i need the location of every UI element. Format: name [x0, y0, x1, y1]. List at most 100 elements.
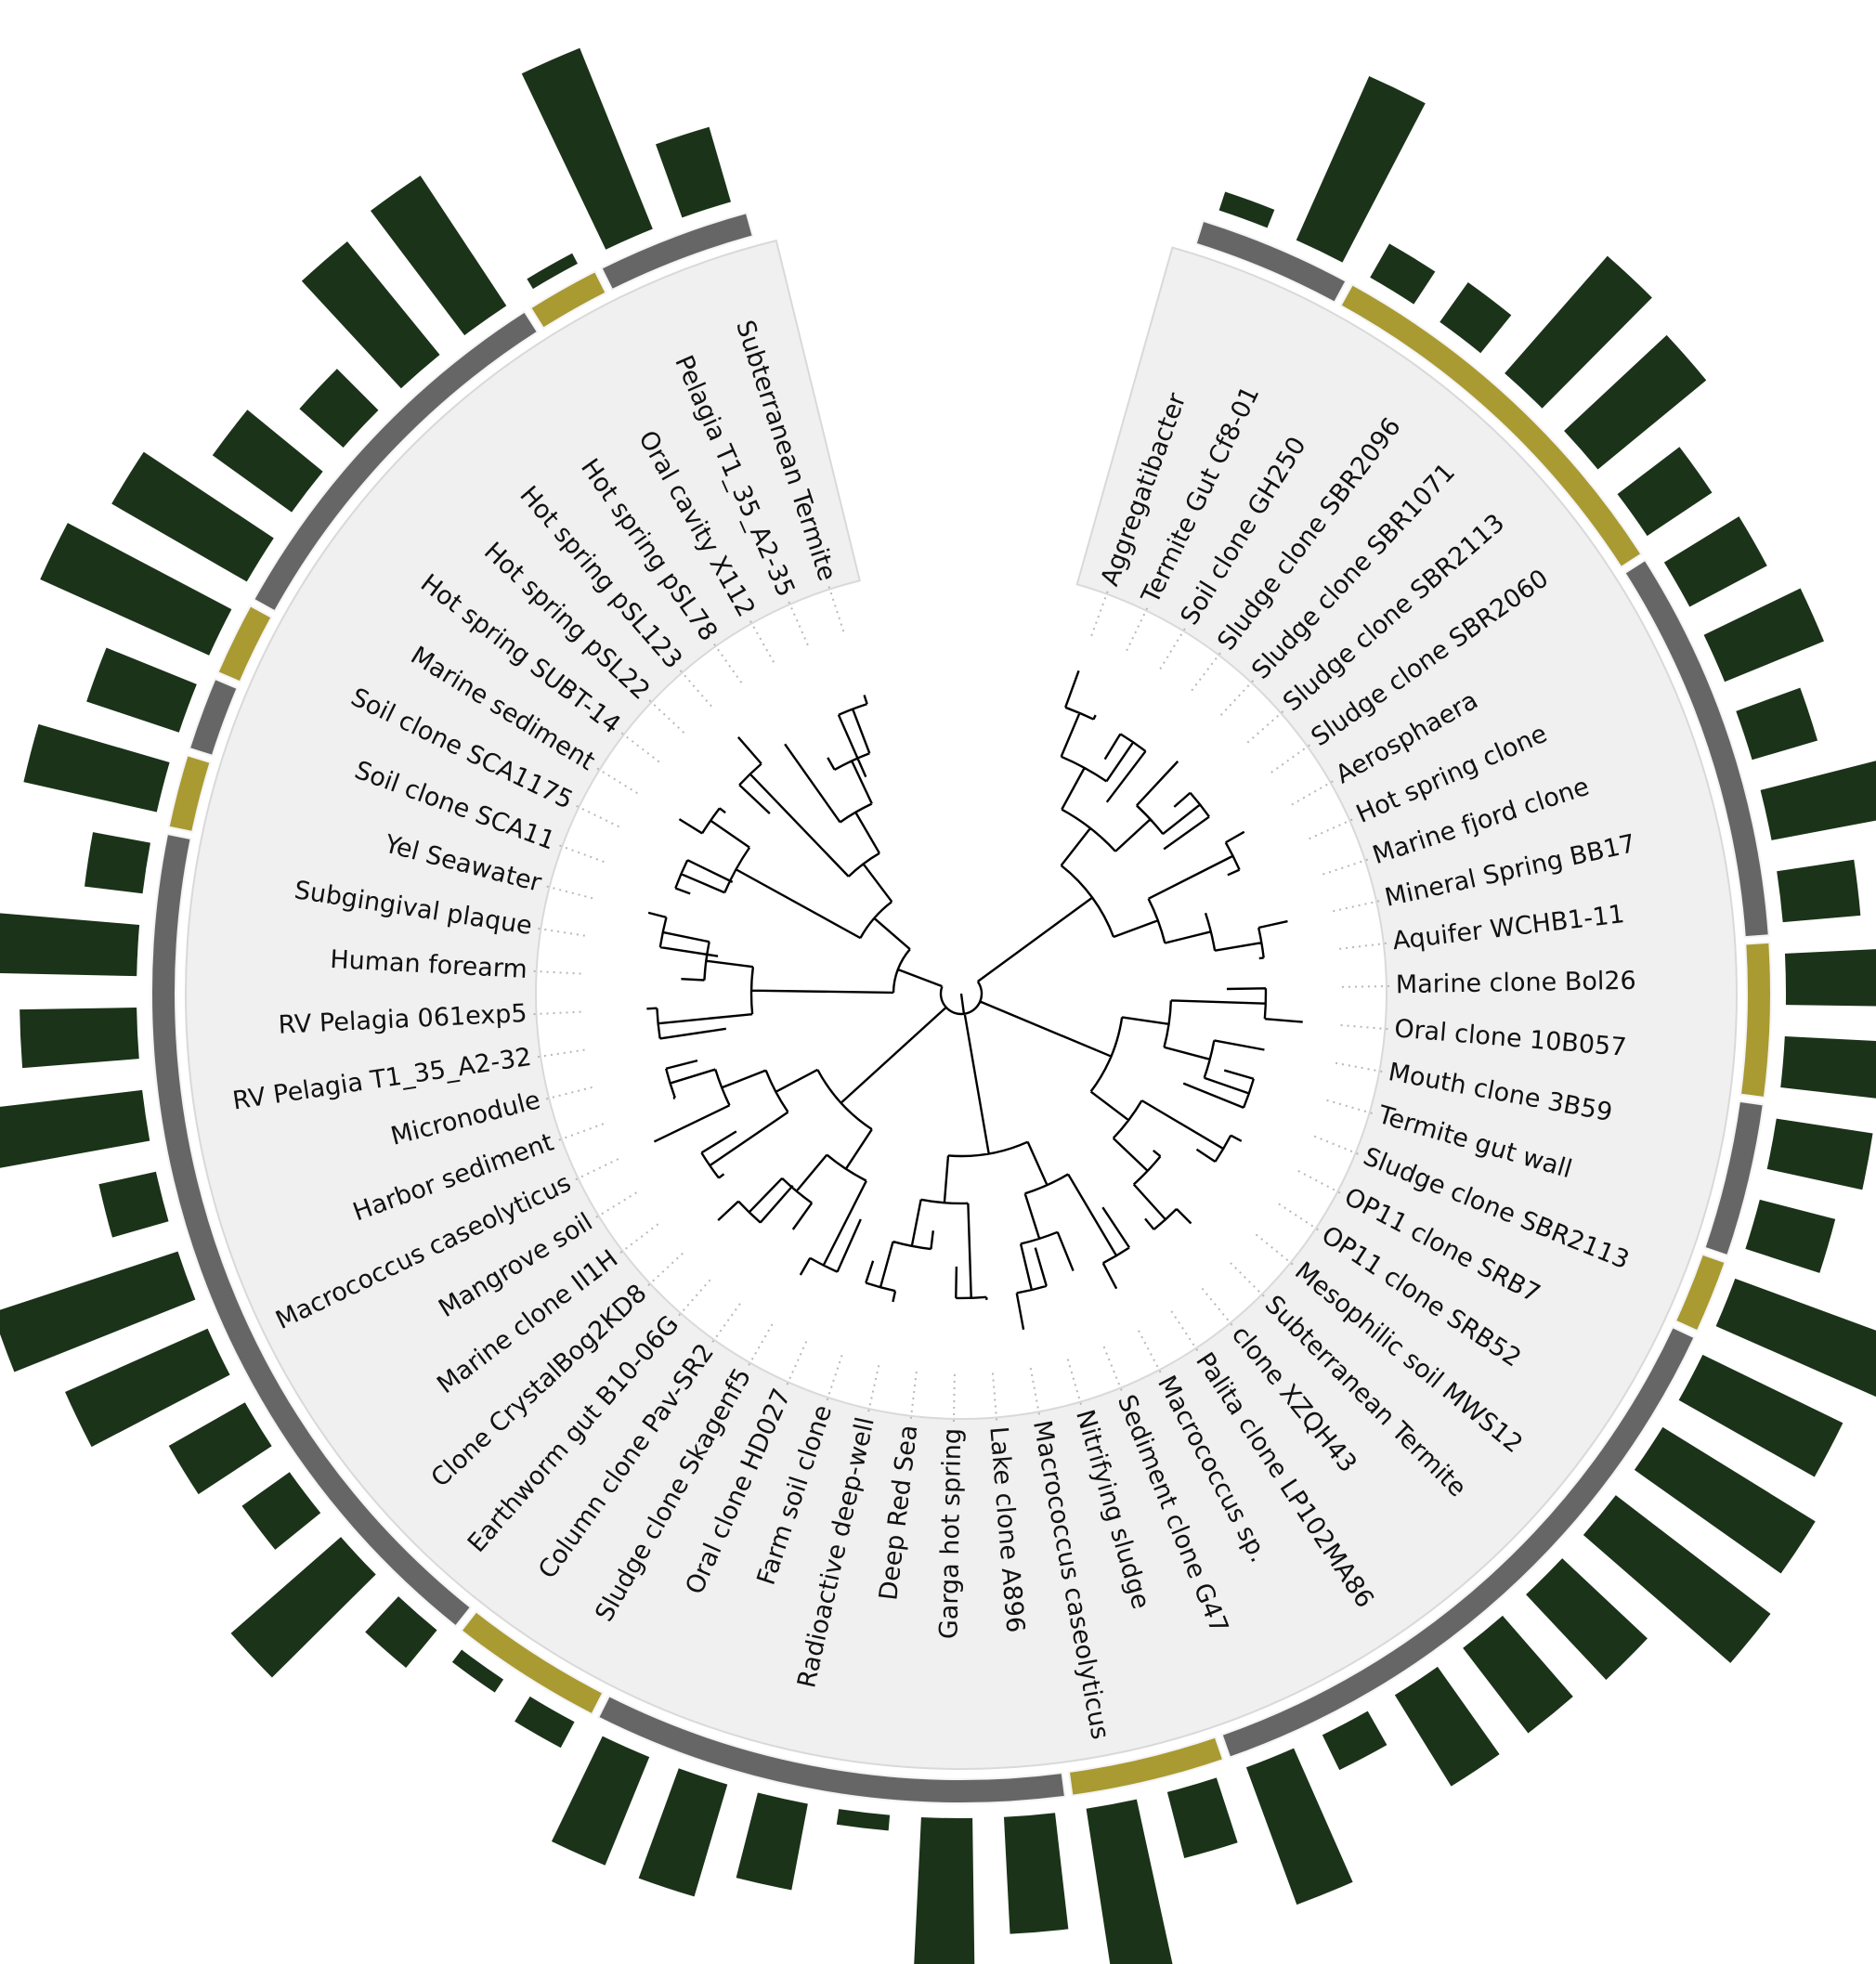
guide-line	[1159, 627, 1187, 670]
guide-line	[826, 1355, 843, 1402]
value-bar	[1634, 1426, 1816, 1574]
guide-line	[575, 804, 619, 828]
value-bar	[168, 1402, 272, 1495]
value-bar	[836, 1809, 891, 1831]
guide-line	[710, 1303, 741, 1344]
ring-segment-gold	[1674, 1253, 1726, 1333]
ring-segment-gold	[1067, 1736, 1225, 1797]
value-bar	[23, 723, 170, 813]
guide-line	[1313, 1135, 1360, 1155]
guide-line	[574, 1158, 619, 1181]
value-bar	[0, 1089, 150, 1168]
value-bar	[1166, 1777, 1238, 1859]
ring-segment-gray	[1194, 219, 1348, 304]
value-bar	[1745, 1199, 1836, 1273]
tree-branch-lines	[646, 670, 1303, 1331]
value-bars	[0, 47, 1876, 1964]
ring-segment-gold	[167, 753, 212, 834]
guide-line	[532, 1010, 581, 1016]
value-bar	[230, 1537, 376, 1678]
value-bar	[1526, 1558, 1648, 1680]
value-bar	[1780, 1035, 1876, 1099]
guide-line	[1291, 779, 1335, 806]
value-bar	[40, 523, 232, 656]
ring-segment-gold	[460, 1610, 605, 1716]
guide-line	[1219, 679, 1255, 716]
guide-line	[1230, 1262, 1266, 1298]
guide-line	[619, 1223, 659, 1255]
value-bar	[451, 1649, 504, 1693]
ring-segment-gold	[1339, 283, 1643, 569]
value-bar	[1703, 588, 1824, 683]
guide-line	[1322, 858, 1370, 876]
label-background-wedge	[185, 239, 1738, 1770]
ring-segment-gray	[1220, 1325, 1696, 1759]
guide-line	[1170, 1310, 1199, 1352]
guide-line	[544, 1086, 593, 1100]
value-bar	[301, 241, 440, 389]
value-bar	[1760, 761, 1876, 840]
guide-line	[619, 731, 660, 763]
leaf-label: Garga hot spring	[934, 1428, 967, 1640]
guide-line	[1339, 942, 1387, 950]
value-bar	[0, 1251, 196, 1372]
ring-segment-gray	[596, 1694, 1067, 1804]
guide-line	[991, 1372, 998, 1422]
leaf-label: Marine clone Bol26	[1396, 967, 1636, 1000]
guide-line	[536, 1048, 585, 1059]
guide-line	[1333, 900, 1381, 913]
guide-line	[1246, 709, 1285, 744]
value-bar	[1777, 859, 1861, 923]
ring-segment-gold	[216, 604, 273, 683]
ring-segment-gray	[252, 310, 540, 613]
guide-line	[594, 1191, 637, 1219]
ring-segment-gray	[150, 832, 473, 1628]
value-bar	[551, 1736, 650, 1866]
value-bar	[1245, 1748, 1353, 1905]
guide-line	[867, 1365, 880, 1413]
guide-line	[747, 1323, 774, 1367]
guide-line	[1297, 1170, 1342, 1194]
guide-line	[558, 844, 605, 864]
value-bar	[365, 1596, 437, 1669]
value-bar	[1678, 1354, 1843, 1477]
value-bar	[1394, 1666, 1500, 1787]
value-bar	[914, 1816, 975, 1964]
value-bar	[1086, 1799, 1173, 1964]
guide-line	[1270, 743, 1311, 774]
value-bar	[1736, 687, 1818, 761]
guide-line	[557, 1123, 605, 1141]
value-bar	[736, 1792, 808, 1891]
tree-branches	[646, 670, 1303, 1331]
value-bar	[1322, 1710, 1387, 1771]
guide-line	[545, 885, 593, 900]
guide-line	[1255, 1233, 1295, 1267]
ring-segment-gray	[188, 677, 239, 758]
value-bar	[111, 451, 274, 582]
value-bar	[86, 647, 197, 733]
ring-segment-gold	[528, 269, 607, 330]
guide-line	[786, 1341, 808, 1386]
ring-segment-gray	[600, 211, 754, 292]
guide-line	[788, 600, 809, 646]
value-bar	[85, 832, 150, 894]
value-bar	[65, 1328, 230, 1448]
guide-line	[677, 1279, 711, 1318]
value-bar	[638, 1768, 728, 1897]
value-bar	[1370, 243, 1436, 305]
value-bar	[1505, 255, 1652, 409]
category-ring	[150, 211, 1772, 1804]
ring-segment-gold	[1739, 941, 1772, 1099]
value-bar	[20, 1007, 139, 1069]
value-bar	[1003, 1813, 1069, 1934]
guide-line	[1066, 1359, 1083, 1406]
ring-segment-gray	[1623, 558, 1770, 939]
guide-line	[646, 1252, 684, 1287]
guide-line	[595, 767, 638, 795]
value-bar	[1463, 1615, 1573, 1734]
guide-line	[1335, 1061, 1384, 1073]
value-bar	[1440, 282, 1512, 354]
guide-line	[1029, 1367, 1041, 1416]
guide-line	[647, 698, 685, 734]
value-bar	[1218, 191, 1275, 228]
